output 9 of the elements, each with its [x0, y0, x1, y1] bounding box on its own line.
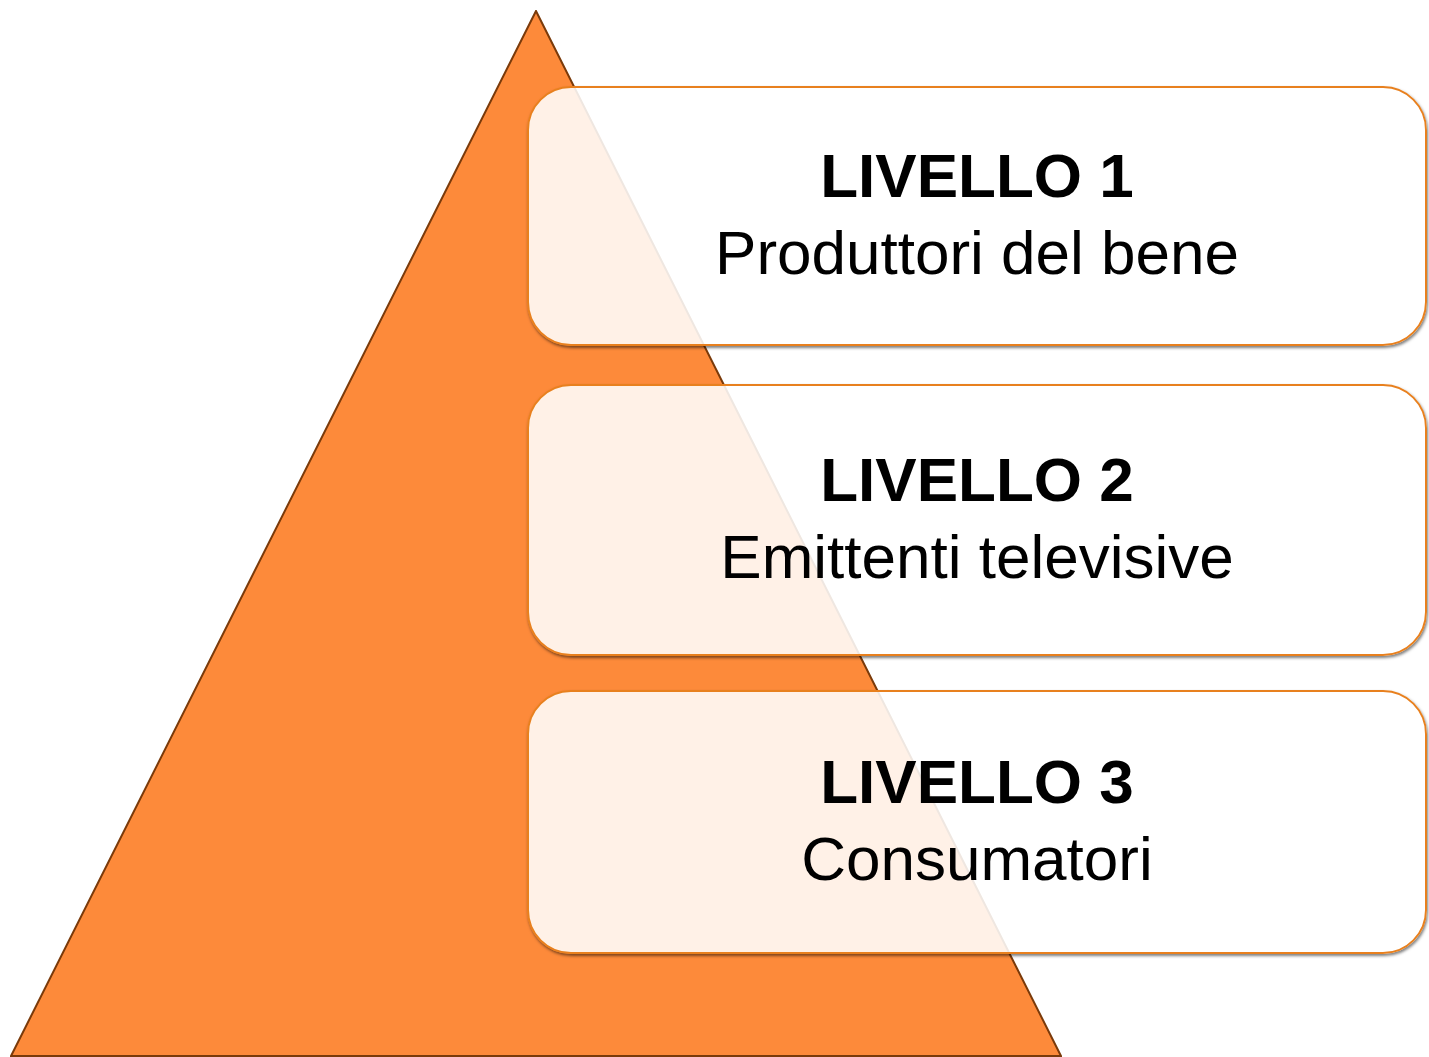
- level-heading: LIVELLO 3: [820, 745, 1134, 818]
- level-box: [527, 690, 1427, 954]
- level-box: [527, 86, 1427, 346]
- level-description: Produttori del bene: [715, 216, 1239, 289]
- level-description: Emittenti televisive: [720, 520, 1234, 593]
- level-heading: LIVELLO 1: [820, 139, 1134, 212]
- level-description: Consumatori: [801, 822, 1153, 895]
- level-box: [527, 384, 1427, 656]
- level-heading: LIVELLO 2: [820, 443, 1134, 516]
